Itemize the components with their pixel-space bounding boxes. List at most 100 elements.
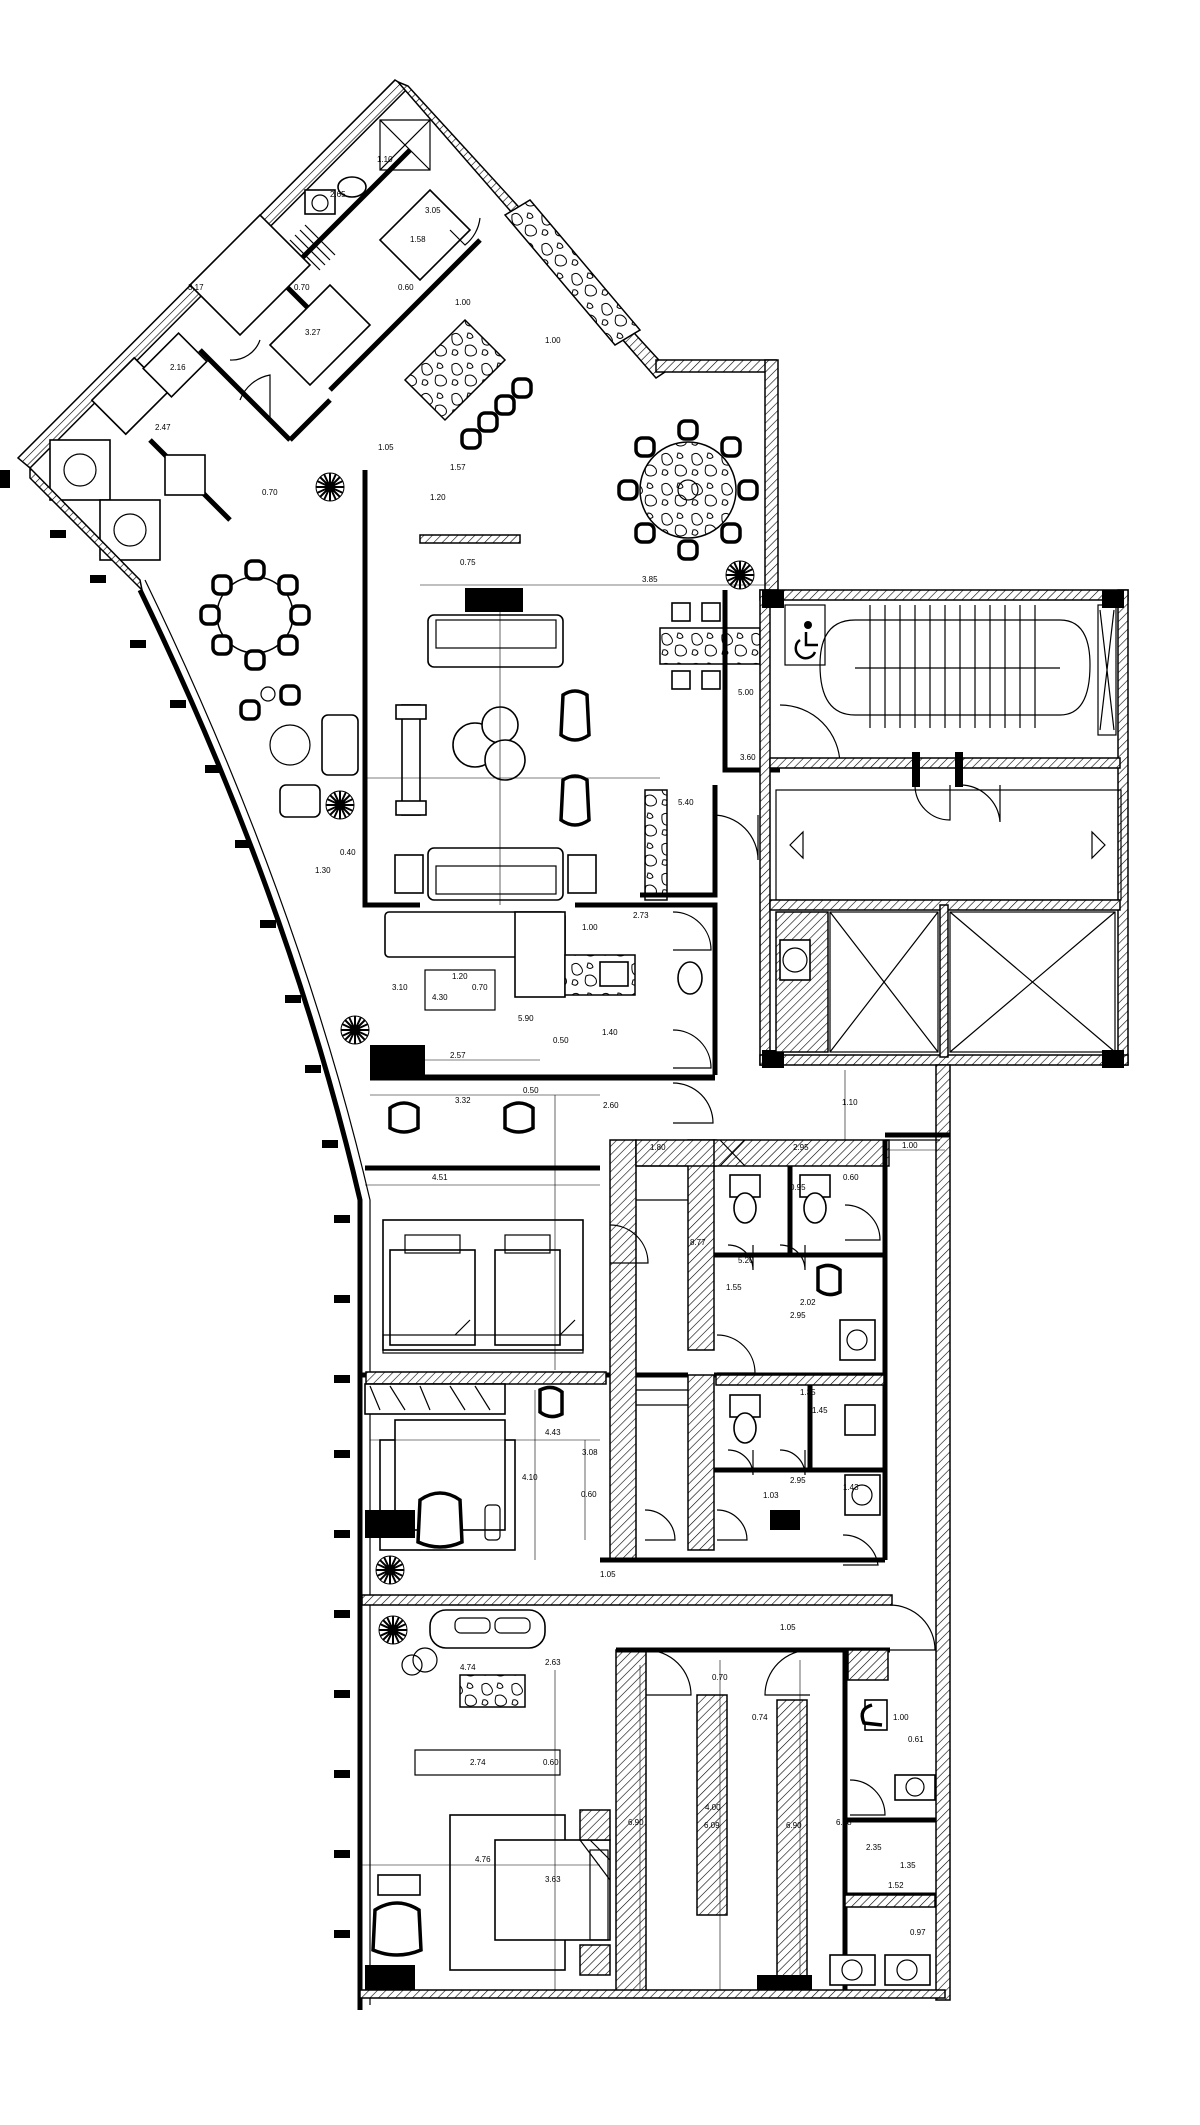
accessibility-icon [784,604,826,666]
dimension-label: 4.76 [475,1855,491,1864]
dimension-label: 0.60 [581,1490,597,1499]
dimension-label: 4.43 [545,1428,561,1437]
dimension-label: 3.27 [305,328,321,337]
dimension-label: 0.74 [752,1713,768,1722]
dimension-label: 0.95 [790,1183,806,1192]
dimension-label: 6.90 [786,1821,802,1830]
dimension-label: 3.10 [392,983,408,992]
bed-left [389,1249,476,1346]
dimension-label: 1.00 [893,1713,909,1722]
dimension-label: 5.20 [738,1256,754,1265]
dimension-label: 5.90 [518,1014,534,1023]
dimension-label: 3.17 [188,283,204,292]
dining-area-northeast [617,419,759,590]
living-room [362,470,780,1011]
elevator-1 [829,911,939,1053]
dimension-label: 0.50 [553,1036,569,1045]
kitchen-counter [503,199,642,346]
dimension-labels: 1.10 2.65 3.05 1.58 3.17 0.70 0.60 3.27 … [155,155,926,1937]
dimension-label: 1.20 [452,972,468,981]
bedroom-two [364,1371,607,1585]
dimension-label: 3.05 [425,206,441,215]
top-wing [16,79,779,591]
dimension-label: 6.38 [836,1818,852,1827]
dining-area-west [199,559,359,820]
elevator-lobby [775,789,1122,901]
dimension-label: 3.63 [545,1875,561,1884]
dimension-label: 1.00 [545,336,561,345]
dimension-label: 0.61 [908,1735,924,1744]
dimension-label: 1.58 [410,235,426,244]
dimension-label: 0.97 [910,1928,926,1937]
dimension-label: 1.30 [315,866,331,875]
dimension-label: 0.60 [843,1173,859,1182]
dimension-label: 1.43 [843,1483,859,1492]
west-facade [0,466,371,2010]
dimension-label: 1.10 [377,155,393,164]
dimension-label: 0.70 [472,983,488,992]
dimension-label: 1.57 [450,463,466,472]
exterior-wall-east-top [655,359,777,373]
dimension-label: 4.00 [705,1803,721,1812]
dimension-label: 1.52 [888,1881,904,1890]
dimension-label: 4.51 [432,1173,448,1182]
dimension-label: 0.75 [460,558,476,567]
dimension-label: 0.70 [262,488,278,497]
dimension-label: 3.60 [740,753,756,762]
elevator-2 [949,911,1116,1053]
dimension-label: 1.80 [650,1143,666,1152]
dimension-label: 0.60 [543,1758,559,1767]
dimension-label: 1.35 [800,1388,816,1397]
sofa-top [427,614,564,668]
dimension-label: 8.77 [690,1238,706,1247]
dimension-label: 0.40 [340,848,356,857]
bedroom-one [360,1095,610,1395]
central-wc-block [340,902,718,1134]
dimension-label: 5.40 [678,798,694,807]
staircase [819,604,1117,736]
lower-closets [615,1647,940,1996]
dimension-label: 2.63 [545,1658,561,1667]
dimension-label: 1.35 [900,1861,916,1870]
dimension-label: 4.74 [460,1663,476,1672]
dimension-label: 2.57 [450,1051,466,1060]
dimension-label: 2.16 [170,363,186,372]
dimension-label: 2.73 [633,911,649,920]
dimension-label: 2.95 [790,1311,806,1320]
dimension-label: 2.95 [790,1476,806,1485]
dimension-label: 4.30 [432,993,448,1002]
dimension-label: 2.47 [155,423,171,432]
dimension-label: 0.70 [712,1673,728,1682]
closet-column [600,1139,885,1563]
dimension-label: 6.90 [628,1818,644,1827]
dimension-label: 4.10 [522,1473,538,1482]
dimension-label: 1.00 [902,1141,918,1150]
dimension-label: 5.00 [738,688,754,697]
dimension-label: 2.65 [330,190,346,199]
dimension-label: 1.10 [842,1098,858,1107]
bathroom-block [713,1139,890,1566]
east-and-south-walls [359,1064,951,2001]
dimension-label: 1.05 [600,1570,616,1579]
dimension-label: 0.60 [398,283,414,292]
dimension-label: 1.40 [602,1028,618,1037]
sofa-bottom [427,847,564,901]
dimension-label: 1.00 [455,298,471,307]
dimension-label: 3.08 [582,1448,598,1457]
dimension-label: 1.00 [582,923,598,932]
dimension-label: 1.03 [763,1491,779,1500]
dimension-label: 6.09 [704,1821,720,1830]
dimension-label: 2.35 [866,1843,882,1852]
bedroom-three [360,1594,936,1993]
dimension-label: 3.85 [642,575,658,584]
dimension-label: 1.55 [726,1283,742,1292]
curved-facade-wall [137,588,363,2010]
dimension-label: 0.70 [294,283,310,292]
building-core [712,589,1129,1068]
dimension-label: 2.74 [470,1758,486,1767]
dimension-label: 2.60 [603,1101,619,1110]
dimension-label: 1.45 [812,1406,828,1415]
bed-right [494,1249,561,1346]
dimension-label: 0.50 [523,1086,539,1095]
